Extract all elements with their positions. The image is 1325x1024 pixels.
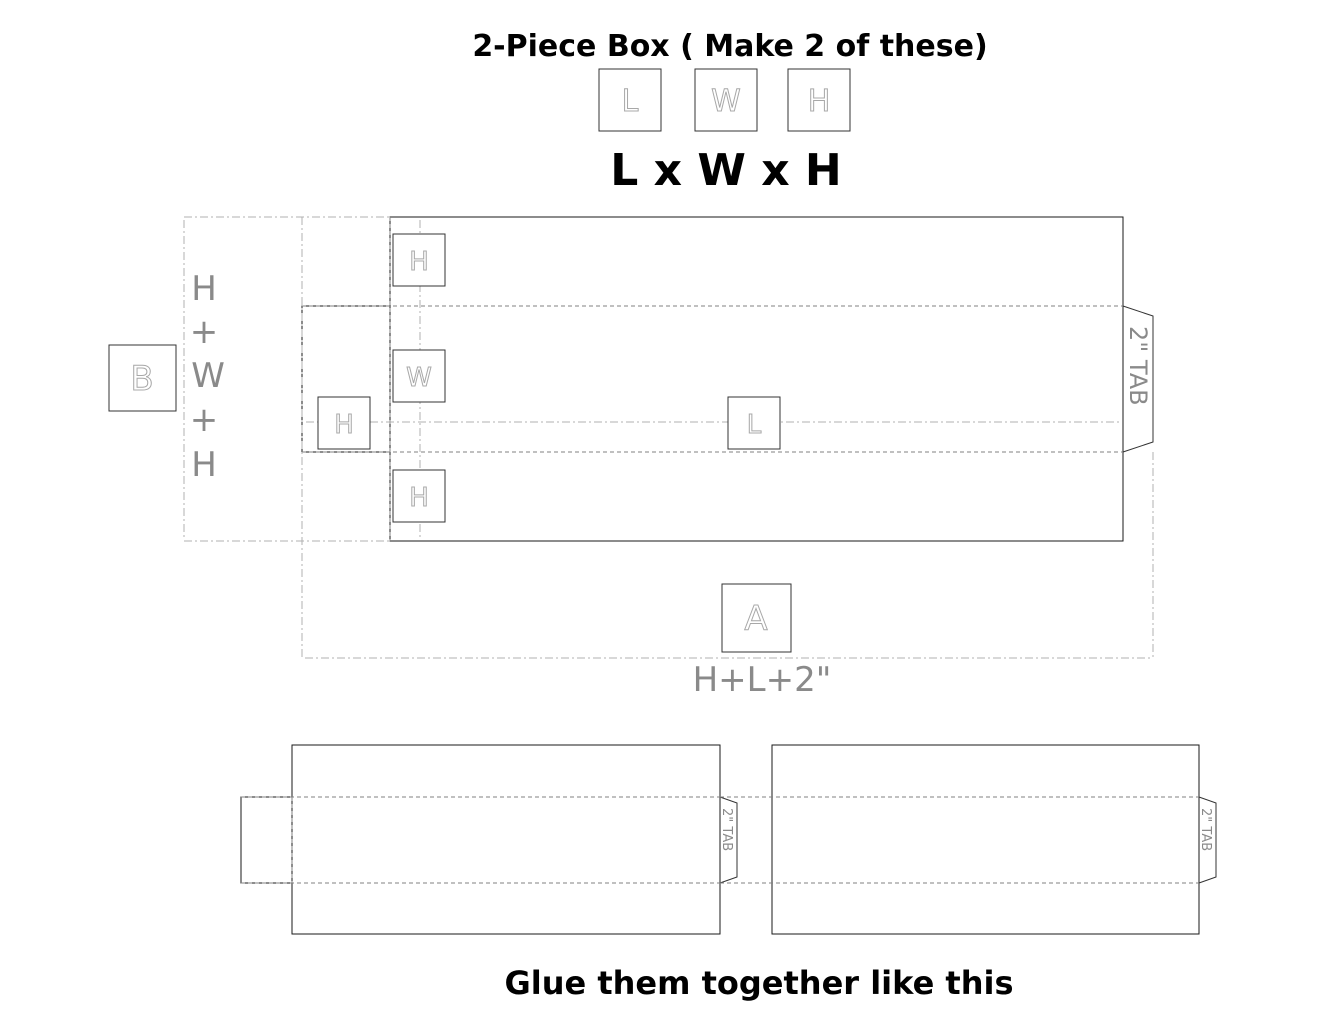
panel-label-bottom-h: H (392, 469, 446, 523)
dimension-key-h-label: H (808, 84, 831, 119)
dimension-key-l-label: L (622, 84, 639, 119)
assembly-piece-left: 2" TAB (240, 744, 738, 935)
assembly-piece-right: 2" TAB (720, 744, 1217, 935)
panel-label-length-l-text: L (747, 410, 762, 440)
panel-label-middle-w: W (392, 349, 446, 403)
height-key-b-label: B (130, 359, 153, 399)
page-title: 2-Piece Box ( Make 2 of these) (472, 29, 987, 64)
width-dimension: H+L+2" (301, 217, 1154, 700)
panel-label-bottom-h-text: H (409, 483, 429, 513)
dimension-formula: L x W x H (610, 145, 841, 196)
height-dimension-term-3: W (191, 356, 225, 396)
dimension-key-h: H (787, 68, 851, 132)
panel-label-length-l: L (727, 396, 781, 450)
height-dimension-term-4: + (190, 400, 219, 440)
template-tab-label: 2" TAB (1124, 326, 1152, 406)
panel-label-top-h: H (392, 233, 446, 287)
width-key-a: A (721, 583, 792, 653)
dimension-key-l: L (598, 68, 662, 132)
height-dimension-term-1: H (191, 269, 217, 309)
width-dimension-label: H+L+2" (693, 660, 832, 700)
height-key-b: B (108, 344, 177, 412)
height-dimension-term-5: H (191, 445, 217, 485)
height-dimension-term-2: + (190, 312, 219, 352)
panel-label-side-h: H (317, 396, 371, 450)
assembly-right-tab (1198, 796, 1217, 884)
assembly-left-tab (719, 796, 738, 884)
dimension-key-w-label: W (711, 84, 741, 119)
assembly-caption: Glue them together like this (504, 964, 1013, 1002)
panel-label-middle-w-text: W (406, 363, 432, 393)
panel-label-top-h-text: H (409, 247, 429, 277)
dimension-key-w: W (694, 68, 758, 132)
box-template: 2" TAB H W H H L (301, 216, 1154, 542)
panel-label-side-h-text: H (334, 410, 354, 440)
assembly-right-tab-label: 2" TAB (1198, 808, 1213, 851)
template-main-panel (389, 216, 1124, 542)
assembly-left-tab-label: 2" TAB (719, 808, 734, 851)
width-key-a-label: A (744, 599, 767, 639)
template-glue-tab (1122, 305, 1154, 453)
height-dimension: H + W + H (183, 216, 390, 542)
